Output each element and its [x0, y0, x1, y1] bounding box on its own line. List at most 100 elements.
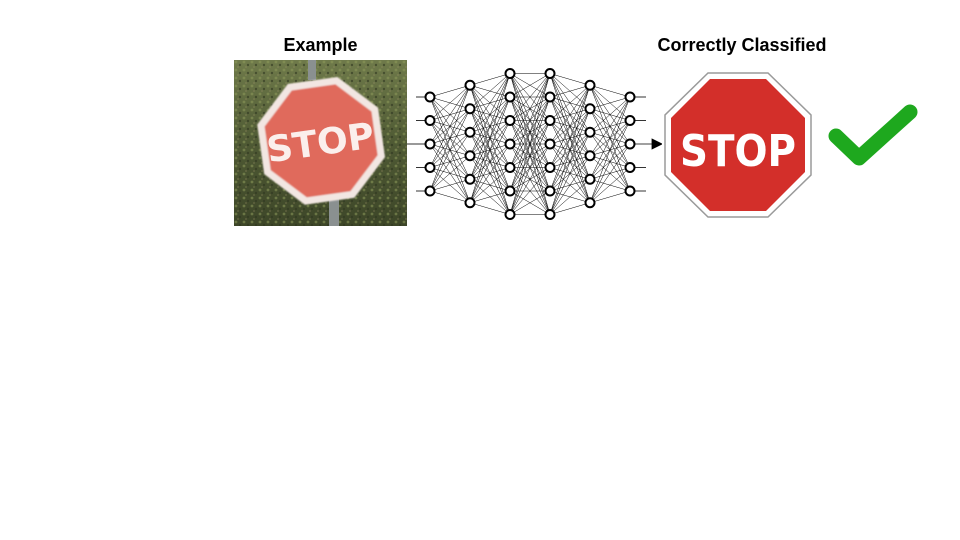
network-edge — [509, 143, 551, 215]
network-edge — [589, 96, 631, 109]
network-node-layer-6 — [624, 138, 636, 150]
network-edge — [429, 85, 471, 192]
network-edge — [469, 73, 511, 86]
network-edge — [589, 190, 631, 203]
network-node-layer-3 — [504, 138, 516, 150]
output-caption: Correctly Classified — [657, 35, 827, 55]
network-edge — [469, 73, 511, 203]
network-edge — [509, 73, 551, 192]
clean-stop-sign: STOP — [664, 72, 812, 218]
network-edge — [429, 85, 471, 168]
network-node-layer-6 — [624, 185, 636, 197]
output-arrow-head — [651, 138, 662, 150]
network-node-layer-1 — [424, 115, 436, 126]
network-edge — [549, 108, 591, 215]
network-edge — [429, 190, 471, 203]
network-edge — [549, 73, 591, 86]
network-node-layer-2 — [464, 103, 476, 115]
network-node-layer-4 — [544, 185, 556, 197]
network-node-layer-6 — [624, 91, 636, 103]
network-node-layer-4 — [544, 91, 556, 103]
network-node-layer-5 — [584, 150, 596, 162]
network-edge — [589, 96, 631, 180]
network-node-layer-1 — [424, 162, 436, 173]
network-node-layer-4 — [544, 209, 556, 220]
network-node-layer-3 — [504, 68, 516, 79]
network-node-layer-3 — [504, 115, 516, 126]
network-node-layer-6 — [624, 115, 636, 126]
network-edge — [549, 179, 591, 215]
network-edge — [429, 85, 471, 145]
network-edge — [589, 143, 631, 203]
input-caption: Example — [283, 35, 358, 55]
network-edge — [549, 132, 591, 215]
network-node-layer-3 — [504, 209, 516, 220]
network-node-layer-1 — [424, 138, 436, 150]
network-edge — [549, 85, 591, 192]
network-edge — [549, 155, 591, 215]
network-node-layer-6 — [624, 162, 636, 173]
network-edge — [469, 73, 511, 133]
network-node-layer-3 — [504, 162, 516, 173]
network-edge — [509, 73, 551, 121]
network-edge — [429, 132, 471, 192]
network-edge — [469, 73, 511, 109]
network-edge — [549, 85, 591, 98]
network-edge — [469, 190, 511, 203]
network-node-layer-5 — [584, 79, 596, 91]
network-edge — [589, 85, 631, 98]
network-edge — [469, 120, 511, 203]
network-node-layer-4 — [544, 68, 556, 79]
network-edge — [589, 167, 631, 203]
network-edge — [429, 85, 471, 98]
network-edge — [509, 190, 551, 215]
network-node-layer-2 — [464, 150, 476, 162]
network-node-layer-5 — [584, 197, 596, 209]
network-edge — [509, 73, 551, 145]
network-node-layer-5 — [584, 173, 596, 185]
network-node-layer-3 — [504, 185, 516, 197]
network-edge — [469, 73, 511, 180]
network-edge — [429, 85, 471, 121]
network-edge — [429, 179, 471, 192]
network-node-layer-5 — [584, 126, 596, 138]
output-sign-text: STOP — [680, 126, 796, 177]
network-edge — [509, 73, 551, 168]
network-edge — [549, 85, 591, 121]
network-edge — [469, 167, 511, 203]
network-node-layer-4 — [544, 115, 556, 126]
network-node-layer-1 — [424, 91, 436, 103]
network-node-layer-2 — [464, 173, 476, 185]
checkmark-icon — [828, 104, 918, 166]
network-node-layer-2 — [464, 197, 476, 209]
network-node-layer-4 — [544, 138, 556, 150]
network-edge — [469, 96, 511, 203]
input-photo: STOP — [234, 60, 407, 226]
network-node-layer-2 — [464, 79, 476, 91]
network-edge — [509, 96, 551, 215]
network-node-layer-1 — [424, 185, 436, 197]
faded-stop-sign — [264, 84, 378, 198]
network-edge — [549, 202, 591, 215]
network-edge — [549, 85, 591, 145]
neural-network-diagram — [407, 68, 662, 220]
network-edge — [429, 108, 471, 192]
network-edge — [469, 143, 511, 203]
network-edge — [589, 120, 631, 203]
network-edge — [509, 120, 551, 215]
network-edge — [549, 85, 591, 215]
network-edge — [469, 202, 511, 215]
network-node-layer-4 — [544, 162, 556, 173]
network-edge — [589, 96, 631, 133]
network-edge — [589, 96, 631, 156]
network-edge — [549, 85, 591, 168]
network-edge — [509, 73, 551, 98]
network-edge — [509, 73, 551, 215]
network-edge — [509, 167, 551, 215]
network-node-layer-5 — [584, 103, 596, 115]
network-edge — [589, 96, 631, 203]
network-node-layer-3 — [504, 91, 516, 103]
network-edge — [429, 155, 471, 192]
network-node-layer-2 — [464, 126, 476, 138]
